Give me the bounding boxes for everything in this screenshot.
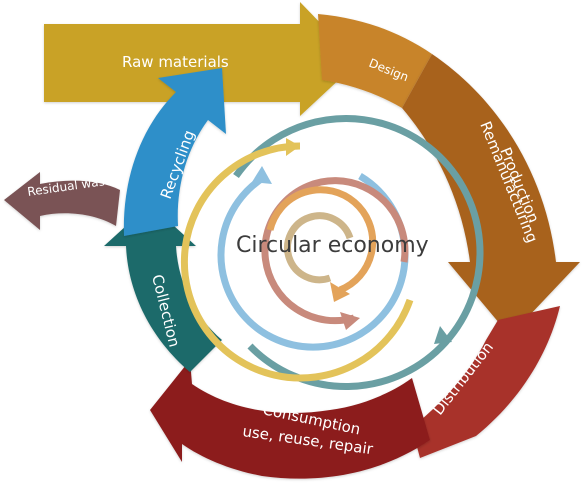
ring-blue — [217, 172, 409, 351]
ring-blue-head — [252, 166, 272, 184]
ring-outer-teal — [233, 115, 484, 390]
label-raw-materials: Raw materials — [122, 53, 229, 71]
distribution-segment — [412, 306, 560, 458]
raw-materials-arrow — [44, 2, 358, 116]
center-title: Circular economy — [236, 233, 429, 258]
collection-segment — [104, 204, 222, 372]
consumption-segment — [150, 360, 430, 479]
ring-orange — [266, 186, 377, 294]
production-segment — [402, 54, 580, 336]
design-segment — [318, 14, 432, 108]
ring-core-tan — [284, 212, 354, 284]
ring-orange-head — [330, 282, 350, 302]
residual-waste-arrow — [4, 172, 120, 230]
recycling-segment — [123, 68, 226, 236]
ring-outer-teal-head — [434, 326, 452, 344]
ring-yellow — [180, 142, 414, 382]
ring-yellow-head — [286, 138, 300, 156]
inner-rings — [180, 115, 484, 390]
ring-rose-head — [340, 312, 360, 330]
